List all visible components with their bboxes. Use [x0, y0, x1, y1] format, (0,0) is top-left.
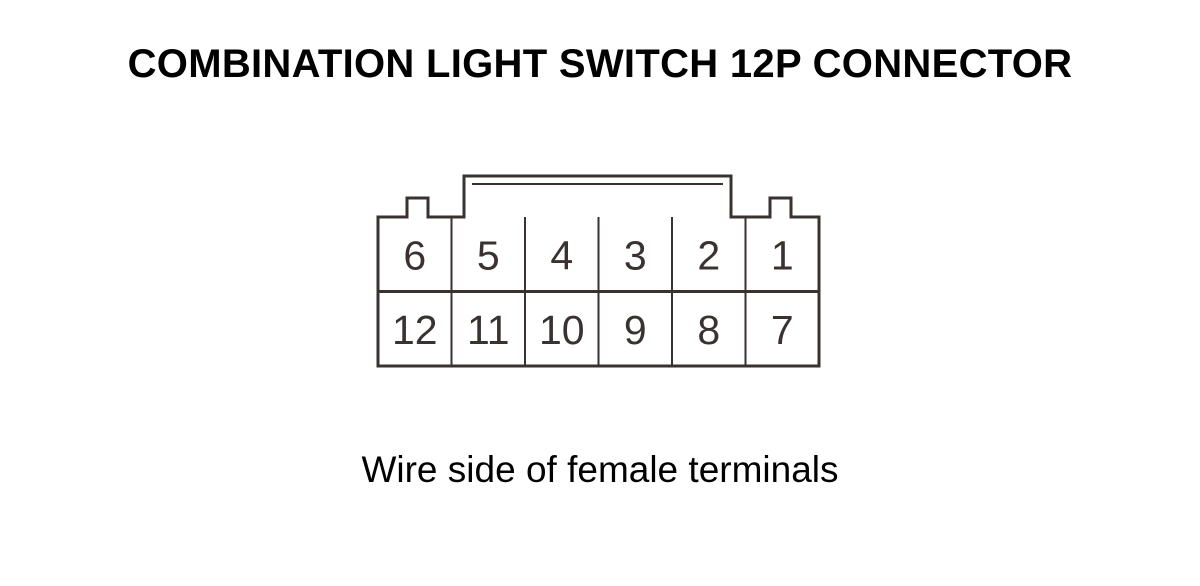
pin-label-5: 5	[477, 232, 500, 278]
connector-housing-outline	[376, 174, 821, 368]
pin-label-9: 9	[624, 307, 647, 353]
pin-label-3: 3	[624, 232, 647, 278]
pin-label-11: 11	[467, 307, 510, 353]
pin-label-8: 8	[697, 307, 720, 353]
diagram-caption: Wire side of female terminals	[361, 449, 839, 490]
pin-label-1: 1	[771, 232, 794, 278]
pin-label-12: 12	[392, 307, 438, 353]
pin-grid	[378, 217, 819, 366]
pin-label-6: 6	[403, 232, 426, 278]
pin-label-4: 4	[550, 232, 573, 278]
pin-labels: 6 5 4 3 2 1 12 11 10 9 8 7	[392, 232, 794, 353]
pin-label-7: 7	[771, 307, 794, 353]
pin-label-2: 2	[697, 232, 720, 278]
diagram-title: COMBINATION LIGHT SWITCH 12P CONNECTOR	[127, 42, 1073, 86]
pin-label-10: 10	[539, 307, 585, 353]
